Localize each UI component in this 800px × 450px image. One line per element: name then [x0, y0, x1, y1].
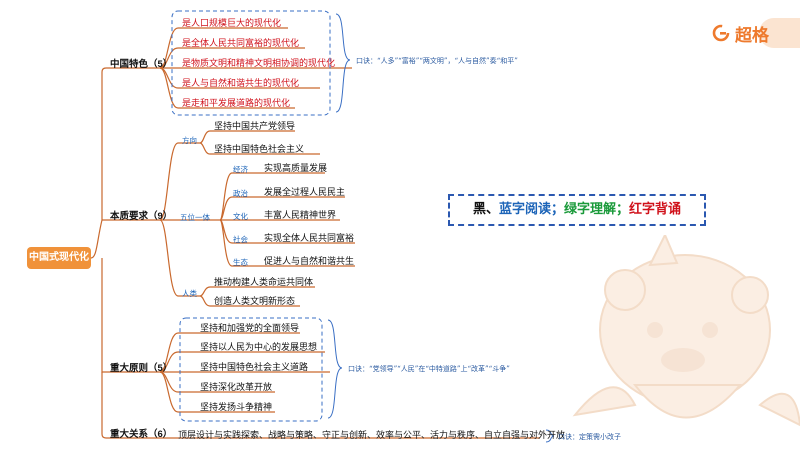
features-mnemonic: 口诀：“人多”“富裕”“两文明”，“人与自然”奏“和平”: [356, 57, 518, 65]
branch-features: 中国特色（5）: [110, 59, 173, 70]
requirement-item: 坚持中国特色社会主义: [214, 144, 305, 154]
feature-item: 是走和平发展道路的现代化: [182, 98, 291, 108]
tag-politics: 政治: [233, 189, 248, 198]
branch-requirements: 本质要求（9）: [110, 211, 173, 222]
legend-red: 红字背诵: [629, 202, 682, 217]
branch-relations: 重大关系（6）: [110, 429, 173, 440]
requirement-item: 实现高质量发展: [264, 163, 328, 173]
branch-principles: 重大原则（5）: [110, 363, 173, 374]
tag-direction: 方向: [182, 136, 197, 145]
principle-item: 坚持发扬斗争精神: [200, 402, 273, 412]
requirement-item: 坚持中国共产党领导: [214, 121, 296, 131]
color-legend: 黑、蓝字阅读；绿字理解；红字背诵: [448, 194, 706, 226]
principle-item: 坚持中国特色社会主义道路: [200, 362, 309, 372]
requirement-item: 创造人类文明新形态: [214, 296, 296, 306]
feature-item: 是人与自然和谐共生的现代化: [182, 78, 300, 88]
g-logo-icon: [712, 24, 730, 42]
relations-mnemonic: 口诀：定策需小改子: [558, 433, 621, 441]
tag-culture: 文化: [233, 212, 248, 221]
legend-black: 黑、: [472, 202, 499, 217]
feature-item: 是物质文明和精神文明相协调的现代化: [182, 58, 336, 68]
tag-five-in-one: 五位一体: [180, 213, 210, 222]
feature-item: 是人口规模巨大的现代化: [182, 18, 282, 28]
relations-text: 顶层设计与实践探索、战略与策略、守正与创新、效率与公平、活力与秩序、自立自强与对…: [178, 430, 566, 440]
requirement-item: 促进人与自然和谐共生: [264, 256, 355, 266]
tag-society: 社会: [233, 235, 248, 244]
tag-ecology: 生态: [233, 258, 248, 267]
principle-item: 坚持以人民为中心的发展思想: [200, 342, 318, 352]
requirement-item: 实现全体人民共同富裕: [264, 233, 355, 243]
principles-mnemonic: 口诀：“党领导”“人民”在“中特道路”上“改革”“斗争”: [348, 365, 510, 373]
legend-green: 绿字理解；: [564, 202, 630, 217]
principle-item: 坚持深化改革开放: [200, 382, 273, 392]
tag-mankind: 人类: [182, 289, 197, 298]
brand-badge: [759, 18, 800, 48]
requirement-item: 发展全过程人民民主: [264, 187, 346, 197]
root-node: 中国式现代化: [27, 247, 91, 269]
unicorn-mascot-watermark: [572, 235, 800, 427]
feature-item: 是全体人民共同富裕的现代化: [182, 38, 300, 48]
brand-logo: 超格: [712, 18, 769, 48]
requirement-item: 丰富人民精神世界: [264, 210, 337, 220]
legend-blue: 蓝字阅读；: [498, 202, 564, 217]
principle-item: 坚持和加强党的全面领导: [200, 323, 300, 333]
requirement-item: 推动构建人类命运共同体: [214, 277, 314, 287]
tag-economy: 经济: [233, 165, 248, 174]
brand-name: 超格: [735, 25, 769, 46]
